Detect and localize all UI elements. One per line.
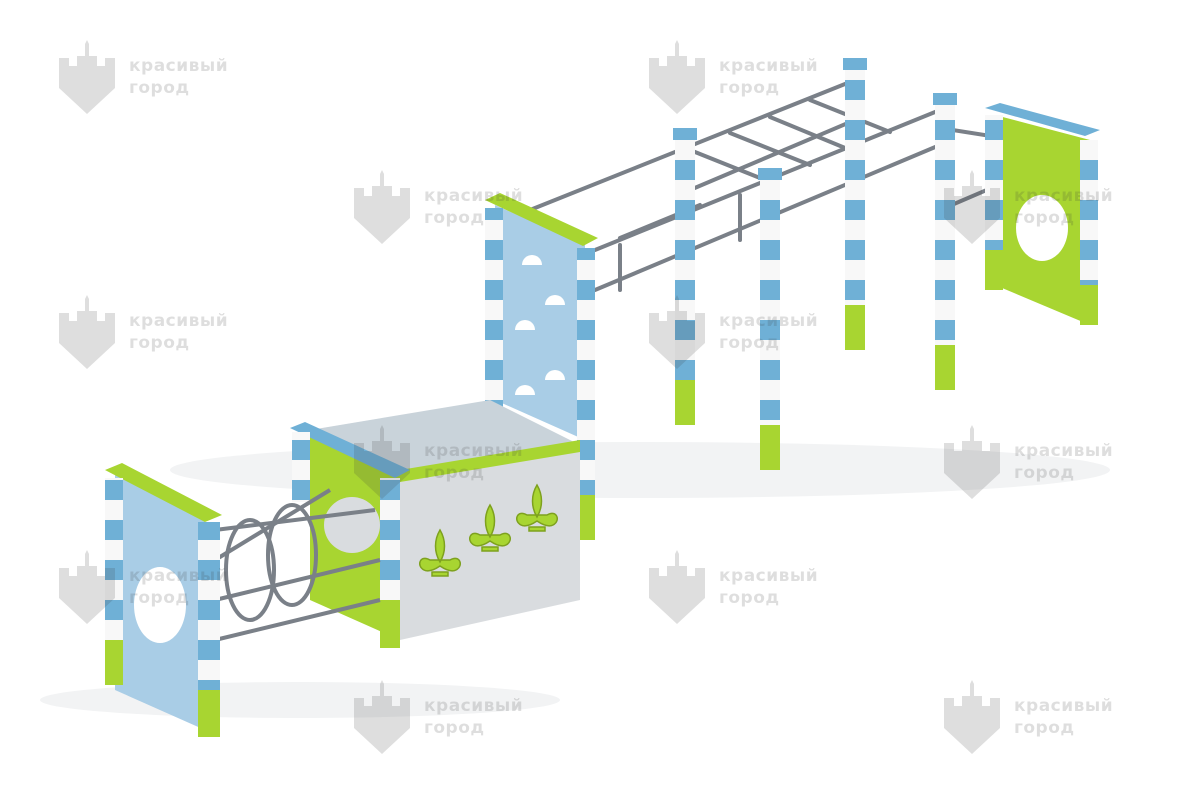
- left-end-panel: [105, 463, 222, 737]
- ring-tunnel: [213, 488, 381, 642]
- post: [843, 58, 867, 350]
- decorated-box: [290, 400, 580, 648]
- climbing-hold: [522, 255, 542, 265]
- fleur-de-lis-icon: [419, 528, 461, 577]
- climbing-hold: [545, 295, 565, 305]
- panel-hole: [134, 567, 186, 643]
- climbing-hold: [515, 320, 535, 330]
- fleur-de-lis-icon: [516, 483, 558, 532]
- fleur-de-lis-icon: [469, 503, 511, 552]
- post: [673, 128, 697, 425]
- box-hole: [324, 497, 380, 553]
- panel-hole: [1016, 195, 1068, 261]
- right-end-panel: [985, 103, 1100, 325]
- post: [758, 168, 782, 470]
- post: [933, 93, 957, 390]
- climbing-hold: [545, 370, 565, 380]
- climbing-wall: [485, 193, 598, 540]
- climbing-hold: [515, 385, 535, 395]
